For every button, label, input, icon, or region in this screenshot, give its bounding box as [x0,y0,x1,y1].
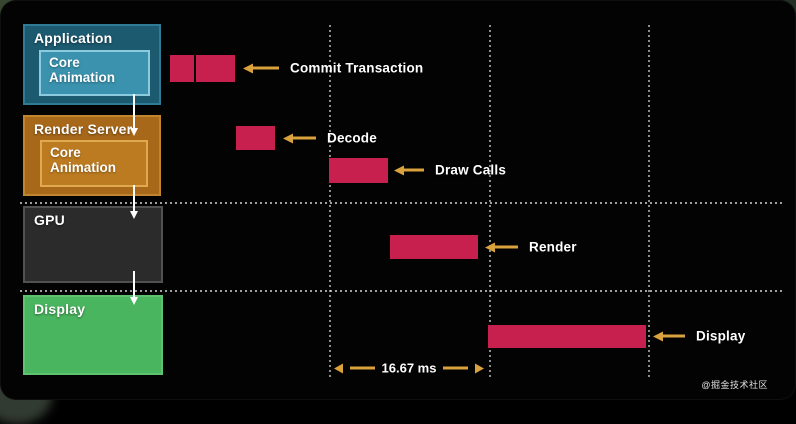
callout-label: Draw Calls [435,163,506,178]
frame-interval: 16.67 ms [334,361,484,376]
core-animation-render-loop-diagram: Application Core Animation Render Server… [0,0,796,400]
arrow-shaft [253,67,279,70]
callout-label: Commit Transaction [290,61,423,76]
frame-interval-label: 16.67 ms [382,361,437,376]
callout-draw-calls: Draw Calls [394,163,506,178]
arrow-left-icon [243,63,253,73]
arrow-left-icon [283,133,293,143]
callout-label: Render [529,240,577,255]
callout-render: Render [485,240,577,255]
arrow-shaft [404,169,424,172]
callout-label: Decode [327,131,377,146]
watermark: @掘金技术社区 [701,378,768,391]
arrow-shaft [293,137,316,140]
arrow-left-icon [394,165,404,175]
callout-decode: Decode [283,131,377,146]
arrow-shaft [663,335,685,338]
arrow-shaft [443,367,468,370]
arrow-left-icon [485,242,495,252]
callout-commit-transaction: Commit Transaction [243,61,423,76]
arrow-shaft [495,246,518,249]
callout-label: Display [696,329,745,344]
arrow-right-icon [475,363,484,373]
arrow-left-icon [653,331,663,341]
arrow-shaft [350,367,375,370]
arrow-left-icon [334,363,343,373]
callout-display: Display [653,329,745,344]
